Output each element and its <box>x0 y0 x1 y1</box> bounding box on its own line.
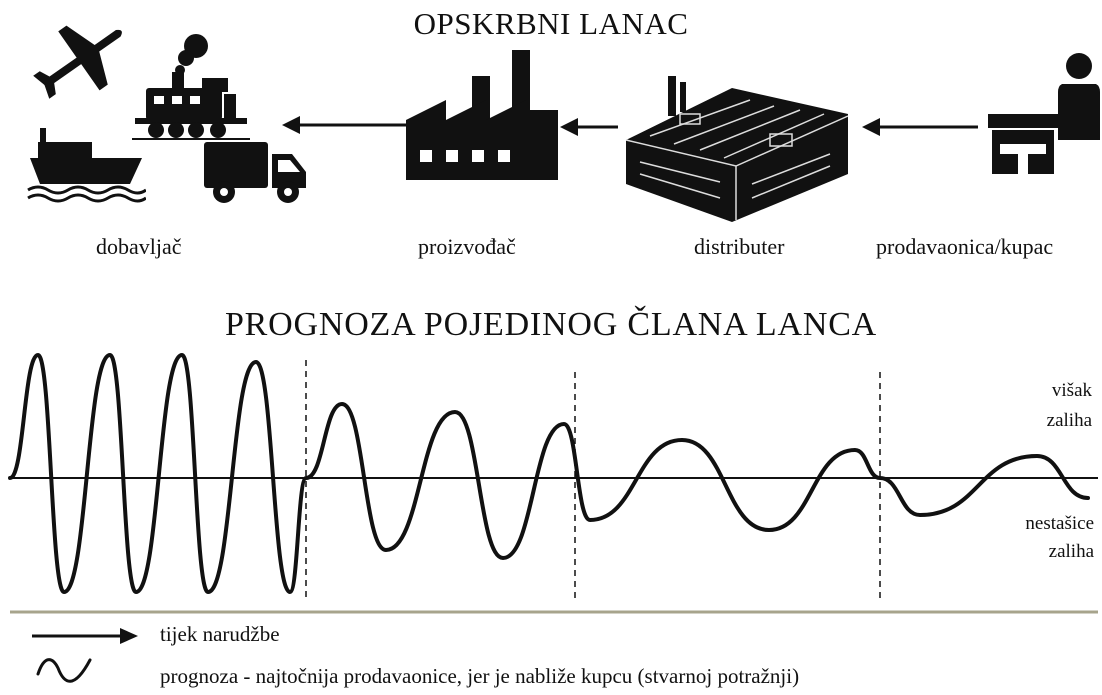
forecast-wave <box>8 353 1090 594</box>
ship-icon <box>27 128 146 203</box>
shop-icon <box>988 114 1058 174</box>
steam-train-icon <box>132 34 250 140</box>
factory-icon <box>406 50 558 180</box>
stock-shortage-label-line1: nestašice <box>1025 513 1094 534</box>
excess-stock-label-line2: zaliha <box>1046 410 1092 431</box>
legend-arrow-icon <box>32 628 138 644</box>
excess-stock-label-line1: višak <box>1051 380 1092 401</box>
warehouse-icon <box>625 76 849 222</box>
legend-order-flow-text: tijek narudžbe <box>160 622 280 646</box>
legend-wave-icon <box>36 658 92 683</box>
forecast-title: PROGNOZA POJEDINOG ČLANA LANCA <box>224 306 878 343</box>
customer-icon <box>1058 53 1100 140</box>
stock-shortage-label: nestašice zaliha <box>1008 510 1094 566</box>
stage-label-proizvodac: proizvođač <box>418 234 516 259</box>
excess-stock-label: višak zaliha <box>1032 376 1092 436</box>
stage-label-prodavaonica: prodavaonica/kupac <box>876 234 1054 259</box>
stage-label-dobavljac: dobavljač <box>96 234 182 259</box>
airplane-icon <box>33 25 122 99</box>
stock-shortage-label-line2: zaliha <box>1048 541 1094 562</box>
stage-label-distributer: distributer <box>694 234 785 259</box>
legend-forecast-text: prognoza - najtočnija prodavaonice, jer … <box>160 664 800 688</box>
supply-chain-title: OPSKRBNI LANAC <box>413 6 689 41</box>
truck-icon <box>204 142 306 203</box>
